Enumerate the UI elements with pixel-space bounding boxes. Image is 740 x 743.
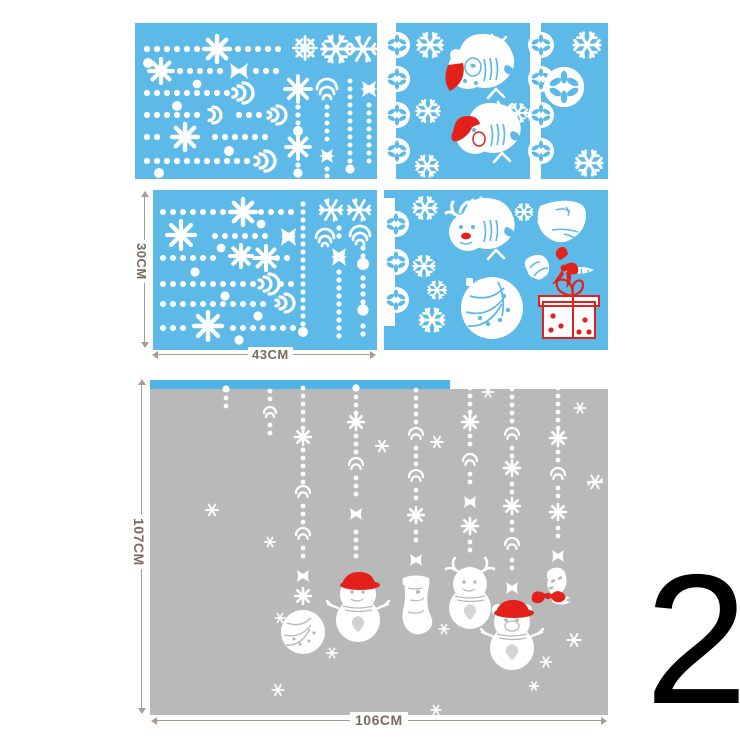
blue-sheet-bleed <box>150 380 608 389</box>
snowflake-bead-artwork <box>143 33 377 179</box>
hanging-strand <box>222 385 230 409</box>
bear-snowman-ornament <box>479 600 545 670</box>
dimension-arrow-right <box>370 351 376 359</box>
sticker-sheet-bottom-right <box>384 190 608 350</box>
snowman-border-artwork <box>384 23 604 179</box>
hanging-strand <box>262 388 278 436</box>
applied-decoration-preview <box>150 380 608 715</box>
lace-border-left <box>384 198 409 326</box>
hanging-strand <box>281 385 325 654</box>
dimension-arrow-down-room <box>138 708 146 714</box>
dimension-arrow-up <box>141 191 149 197</box>
reindeer-ornaments-artwork <box>384 195 600 339</box>
snowman-figure <box>445 33 515 100</box>
dimension-arrow-left-room <box>151 717 157 725</box>
dimension-label-107cm: 107CM <box>131 515 147 569</box>
candy-cane-ornament <box>531 567 572 605</box>
dimension-arrow-up-room <box>138 379 146 385</box>
snowman-ornament <box>325 572 391 642</box>
stocking-ornament <box>402 575 433 635</box>
bauble-ornament <box>281 610 325 654</box>
hanging-strand <box>444 385 496 629</box>
hanging-strand <box>325 384 391 642</box>
dimension-label-43cm: 43CM <box>248 347 293 362</box>
dimension-arrow-right-room <box>601 717 607 725</box>
dimension-label-106cm: 106CM <box>350 712 408 728</box>
reindeer-ornament <box>444 556 496 629</box>
reindeer-figure <box>444 196 515 261</box>
sticker-sheet-top-right <box>384 23 608 179</box>
dimension-arrow-down <box>141 342 149 348</box>
candy-cane-bow-figure <box>524 246 594 288</box>
snowman-figure <box>451 100 521 164</box>
bauble-figure <box>461 277 523 339</box>
bleed-fade-right <box>450 380 608 389</box>
room-artwork <box>204 384 604 715</box>
lace-border-right <box>528 23 585 179</box>
hanging-strand <box>402 387 433 635</box>
sticker-sheet-top-left <box>135 23 377 179</box>
hanging-strand <box>531 385 572 605</box>
mitten-figure <box>537 200 586 243</box>
lace-border-left <box>384 23 410 179</box>
hanging-strand <box>479 386 545 670</box>
dimension-label-30cm: 30CM <box>134 240 149 283</box>
snowflake-bead-artwork-2 <box>160 196 372 345</box>
variant-number-badge: 2 <box>645 537 740 743</box>
gift-box-figure <box>538 278 600 339</box>
scattered-snowflakes <box>204 386 604 715</box>
sticker-sheet-bottom-left <box>153 190 377 350</box>
dimension-arrow-left <box>152 351 158 359</box>
